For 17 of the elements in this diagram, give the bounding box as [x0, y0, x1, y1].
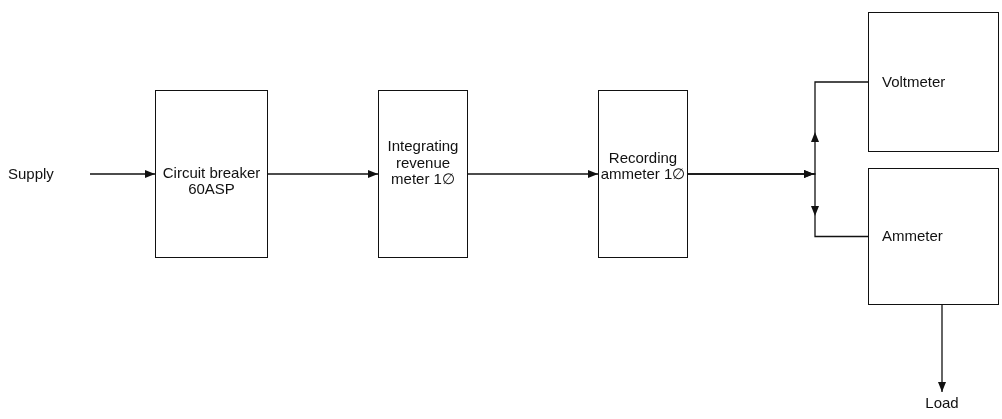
box-label: Integrating revenue meter 1∅	[386, 138, 460, 188]
supply-label: Supply	[8, 165, 54, 183]
arrow	[467, 170, 599, 178]
box-label: Recording ammeter 1∅	[599, 149, 687, 183]
box-label: Circuit breaker 60ASP	[161, 164, 262, 198]
load-label: Load	[925, 394, 959, 412]
box-label: Ammeter	[882, 228, 943, 245]
arrow	[687, 170, 869, 238]
process-box	[378, 90, 468, 258]
instrument-box	[868, 12, 999, 152]
instrument-box	[868, 168, 999, 305]
arrow	[938, 304, 946, 393]
process-box	[598, 90, 688, 258]
process-box	[155, 90, 268, 258]
arrow	[267, 170, 379, 178]
arrow	[89, 170, 156, 178]
box-label: Voltmeter	[882, 73, 946, 91]
